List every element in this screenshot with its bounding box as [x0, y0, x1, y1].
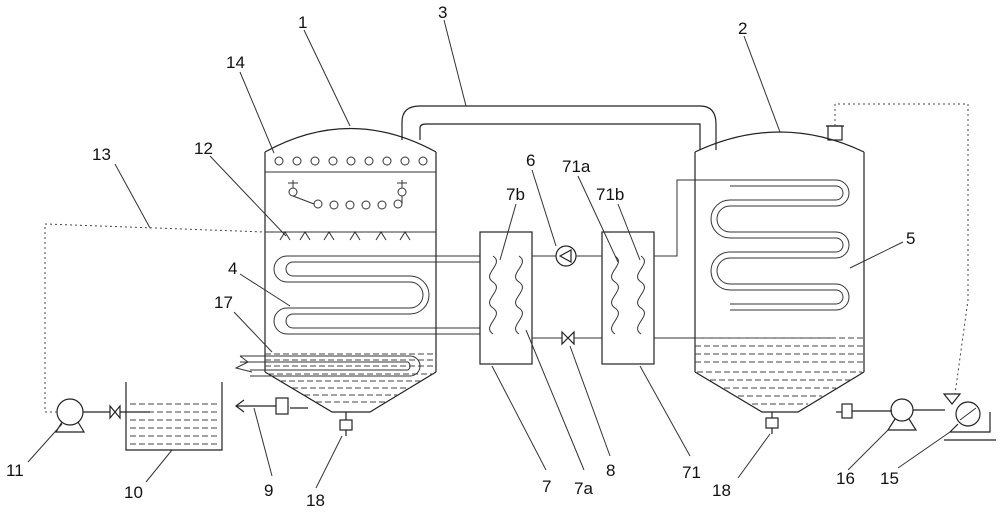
label-15: 15: [880, 469, 899, 488]
label-9: 9: [264, 481, 273, 500]
label-17: 17: [214, 293, 233, 312]
label-13: 13: [92, 145, 111, 164]
label-7a: 7a: [574, 479, 593, 498]
part-labels: 1 2 3 4 5 6 7 7a 7b 8 9 10 11 12 13 14 1…: [6, 3, 915, 510]
label-71: 71: [682, 463, 701, 482]
label-1: 1: [298, 13, 307, 32]
label-10: 10: [124, 483, 143, 502]
left-outlet-pipe: [235, 397, 308, 415]
expansion-valve: [532, 330, 602, 346]
label-3: 3: [438, 3, 447, 22]
left-liquid-level: [265, 353, 436, 403]
label-4: 4: [228, 259, 237, 278]
label-2: 2: [738, 19, 747, 38]
circulation-pump: [54, 398, 150, 433]
right-vessel-coil: [710, 179, 850, 311]
label-14: 14: [226, 53, 245, 72]
bottom-heating-coil: [234, 355, 421, 377]
label-71a: 71a: [562, 157, 591, 176]
label-18-left: 18: [306, 491, 325, 510]
left-vessel: [264, 127, 437, 413]
label-71b: 71b: [596, 185, 624, 204]
label-6: 6: [526, 151, 535, 170]
right-drain-valve: [765, 412, 779, 434]
label-18-right: 18: [712, 481, 731, 500]
vacuum-line: [834, 103, 969, 395]
hx71-to-right-coil: [654, 179, 830, 257]
label-7b: 7b: [506, 185, 525, 204]
right-outlet-pump: [836, 398, 945, 431]
label-16: 16: [836, 469, 855, 488]
label-8: 8: [606, 461, 615, 480]
collection-tank: [125, 382, 223, 451]
vapor-pipe: [401, 105, 717, 150]
compressor: [532, 245, 602, 267]
heat-exchanger-71: [601, 231, 655, 365]
label-7: 7: [542, 477, 551, 496]
vacuum-separator: [942, 393, 996, 441]
left-vessel-coil: [273, 255, 480, 335]
right-liquid-level: [695, 337, 864, 405]
leader-lines: [27, 19, 951, 489]
spray-header-ring: [274, 156, 428, 210]
label-12: 12: [194, 139, 213, 158]
label-11: 11: [6, 461, 24, 480]
return-line: [44, 223, 266, 413]
left-drain-valve: [339, 412, 353, 436]
label-5: 5: [906, 229, 915, 248]
right-vessel: [694, 125, 865, 413]
heat-exchanger-7: [479, 231, 533, 365]
spray-nozzle-row: [265, 231, 436, 241]
